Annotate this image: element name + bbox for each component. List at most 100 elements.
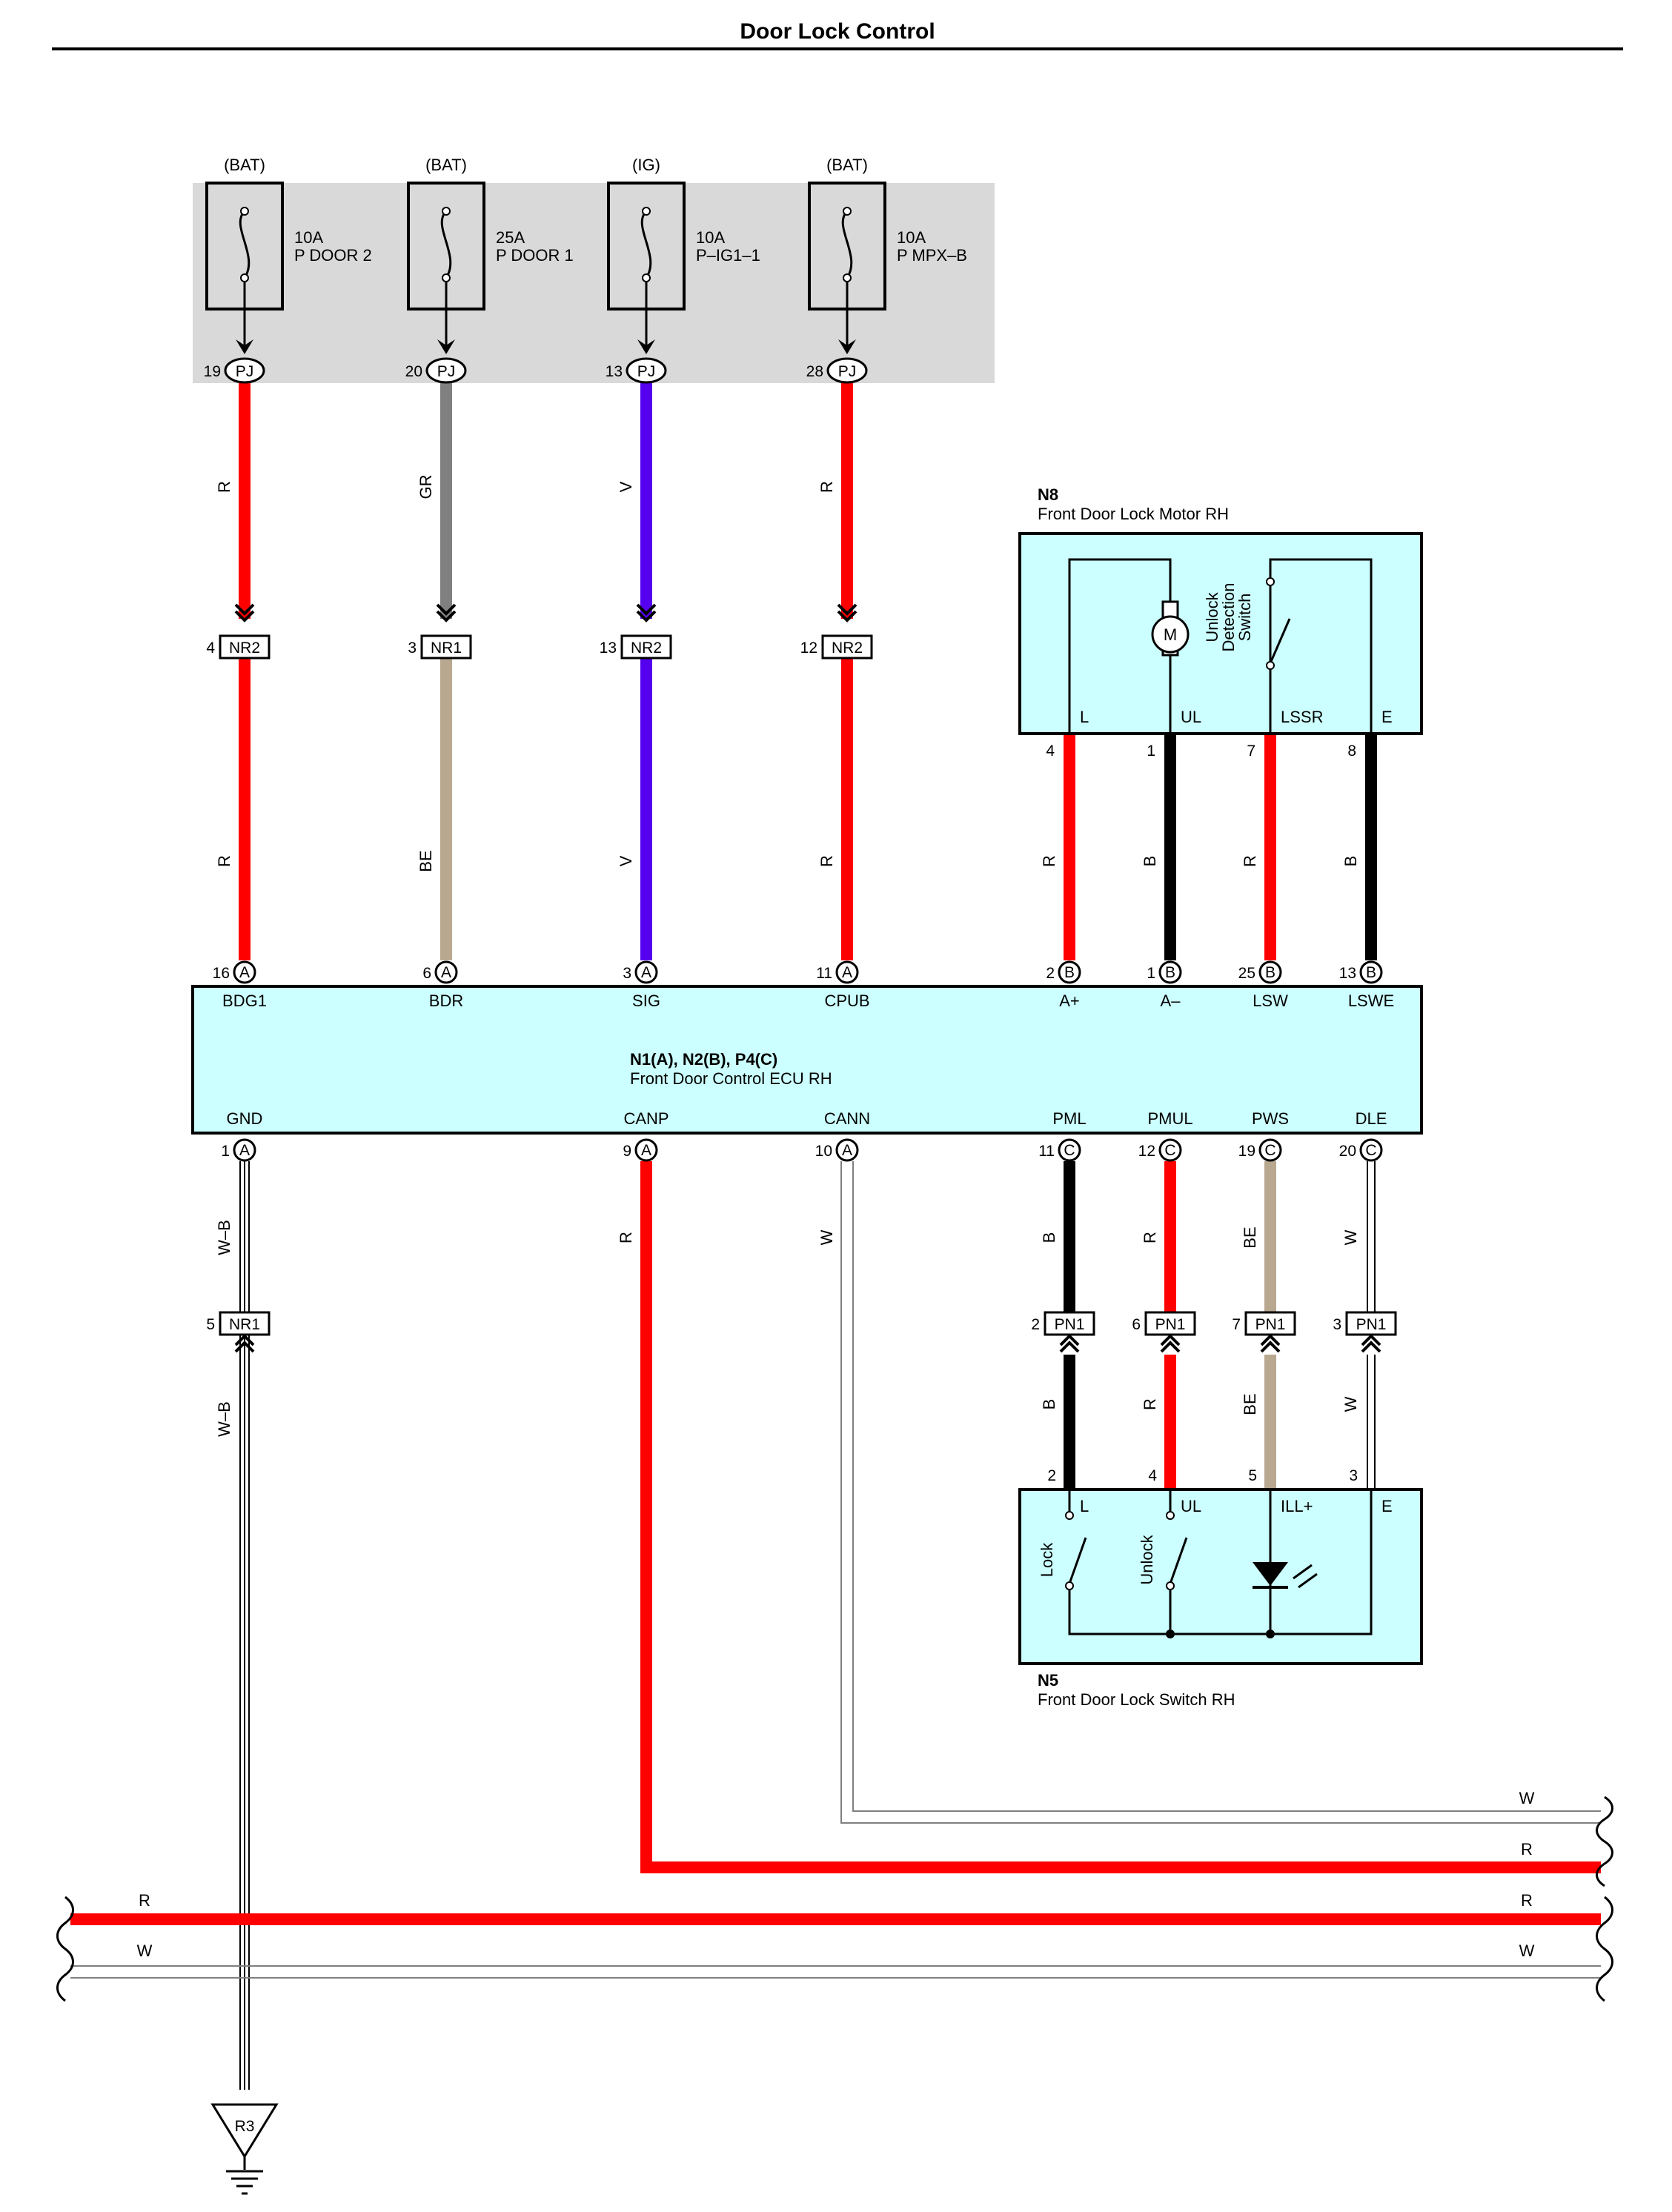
switch-terminal-0: L (1080, 1497, 1089, 1515)
upper-junction-2-chevron-1 (636, 610, 657, 622)
motor-name: Front Door Lock Motor RH (1038, 505, 1229, 523)
fuse-2-element (640, 210, 652, 279)
fuse-3-arrow (838, 339, 856, 354)
led-ray-2 (1298, 1572, 1318, 1589)
switch-pin-3: 3 (1349, 1467, 1358, 1484)
upper-junction-0-chevron-0 (234, 603, 255, 616)
cann-bus-label: W (1519, 1789, 1535, 1807)
lock-switch-label: Lock (1038, 1542, 1056, 1577)
upper-wire-label-0: R (215, 481, 233, 493)
fuse-0-rating: 10A (294, 228, 323, 247)
fuse-0-element (239, 210, 251, 279)
motor-module (1018, 532, 1423, 735)
upper-junction-2-conn: NR2 (631, 640, 662, 657)
dle-junction-chevron-1 (1361, 1334, 1381, 1346)
upper-junction-1-chevron-1 (436, 610, 457, 622)
fuse-2-pj-oval (626, 357, 667, 384)
diagram-title: Door Lock Control (740, 19, 935, 44)
upper-junction-3-conn: NR2 (832, 640, 863, 657)
ecu-bottom-pin-6-pin: 20 (1339, 1143, 1356, 1160)
ecu-top-pin-2-pin: 3 (623, 965, 631, 982)
unlock-sw-contact-top (1166, 1511, 1175, 1520)
motor-wire-label-2: R (1241, 855, 1259, 867)
pmul-wire-label-upper: R (1141, 1232, 1159, 1243)
pmul-junction-chevron-1 (1160, 1334, 1181, 1346)
pmul-wire-label-lower: R (1141, 1398, 1159, 1410)
motor-code: N8 (1038, 485, 1058, 504)
fuse-1-source: (BAT) (425, 156, 467, 174)
upper-wire-label-2: V (617, 481, 635, 492)
ecu-top-pin-5-pin: 1 (1147, 965, 1155, 982)
ecu-bottom-label-4: PMUL (1147, 1109, 1192, 1128)
ecu-bottom-label-0: GND (227, 1109, 263, 1128)
pml-junction-chevron-1 (1059, 1334, 1080, 1346)
ecu-top-label-7: LSWE (1348, 992, 1394, 1010)
fuse-2-pj-conn: PJ (637, 363, 656, 380)
lock-switch-blade (1068, 1537, 1087, 1584)
fuse-0-arrow (236, 339, 253, 354)
ecu-bottom-pin-4-circle (1158, 1138, 1182, 1162)
ecu-bottom-pin-2-pin: 10 (815, 1143, 832, 1160)
motor-terminal-2: LSSR (1281, 708, 1323, 726)
fuse-0-name: P DOOR 2 (294, 246, 372, 265)
upper-junction-0-chevron-1 (234, 610, 255, 622)
pml-wire-label-upper: B (1040, 1232, 1058, 1243)
fuse-2-source: (IG) (632, 156, 660, 174)
ecu-top-pin-0-conn: A (239, 964, 250, 981)
ecu-name: Front Door Control ECU RH (630, 1069, 832, 1088)
ecu-top-label-3: CPUB (824, 992, 869, 1010)
canp-wire (640, 1161, 1601, 1873)
pml-wire-label-lower: B (1040, 1399, 1058, 1410)
ecu-bottom-label-2: CANN (824, 1109, 870, 1128)
switch-pin-1: 4 (1148, 1467, 1157, 1484)
unlock-sw-blade (1169, 1537, 1188, 1584)
unlock-sw-contact-bottom (1166, 1581, 1175, 1590)
unlock-switch-label-2: Switch (1235, 594, 1254, 642)
upper-junction-1-conn: NR1 (431, 640, 462, 657)
pws-junction-chevron-0 (1260, 1341, 1281, 1353)
fuse-3-source: (BAT) (826, 156, 868, 174)
motor-symbol-label: M (1164, 625, 1177, 644)
ecu-bottom-pin-0-conn: A (239, 1142, 250, 1159)
cann-wire-label: W (817, 1229, 836, 1245)
ecu-bottom-pin-2-circle (835, 1138, 859, 1162)
led-symbol (1253, 1562, 1288, 1586)
upper-junction-2-box (620, 634, 672, 660)
dle-wire-label-upper: W (1341, 1229, 1360, 1245)
ecu-top-pin-1-conn: A (441, 964, 451, 981)
unlock-switch-blade (1269, 618, 1291, 664)
upper-junction-0-box (219, 634, 271, 660)
middle-wire-label-0: R (215, 855, 233, 867)
ecu-top-pin-4-conn: B (1064, 964, 1075, 981)
motor-pin-0: 4 (1046, 743, 1055, 760)
fuse-0-terminal-bottom (240, 273, 249, 282)
upper-junction-3-chevron-1 (837, 610, 857, 622)
ecu-top-label-5: A– (1161, 992, 1181, 1010)
ecu-top-pin-4-pin: 2 (1046, 965, 1055, 982)
middle-wire-label-1: BE (417, 850, 435, 871)
ecu-bottom-label-1: CANP (623, 1109, 669, 1128)
motor-wire-label-3: B (1341, 856, 1360, 867)
pws-junction-conn: PN1 (1255, 1316, 1286, 1333)
ecu-top-pin-1-pin: 6 (422, 965, 431, 982)
motor-wire-label-0: R (1040, 855, 1058, 867)
unlock-switch-contact-bottom (1266, 661, 1275, 670)
ecu-bottom-pin-6-circle (1359, 1138, 1383, 1162)
motor-terminal-1: UL (1181, 708, 1201, 726)
upper-junction-2-chevron-0 (636, 603, 657, 616)
ecu-bottom-pin-1-conn: A (641, 1142, 651, 1159)
ecu-code: N1(A), N2(B), P4(C) (630, 1050, 777, 1069)
bus-break-right-1 (1596, 1796, 1613, 1887)
pml-junction-box (1044, 1311, 1095, 1336)
ecu-bottom-pin-5-circle (1258, 1138, 1282, 1162)
fuse-2-terminal-bottom (642, 273, 651, 282)
canp-wire-label: R (617, 1232, 635, 1243)
fuse-3-name: P MPX–B (897, 246, 967, 265)
ecu-bottom-label-6: DLE (1356, 1109, 1387, 1128)
ecu-bottom-label-5: PWS (1252, 1109, 1289, 1128)
canp-bus-label: R (1521, 1840, 1533, 1859)
bus-break-right-2 (1596, 1896, 1613, 2002)
ecu-top-pin-7-circle (1359, 960, 1383, 984)
bus2-label-left: W (137, 1942, 153, 1960)
